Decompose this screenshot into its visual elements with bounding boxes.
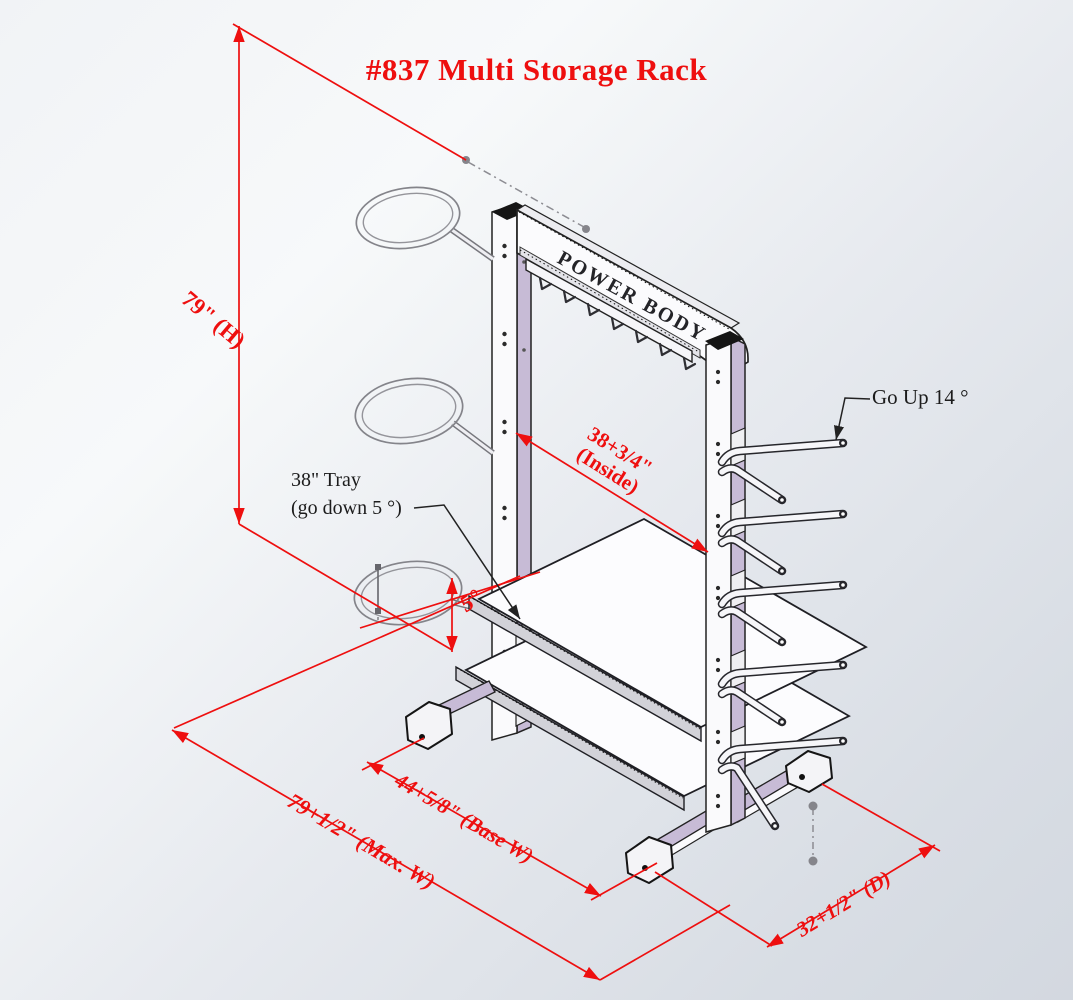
drawing-title: #837 Multi Storage Rack: [365, 52, 708, 87]
ring-bottom: [353, 560, 463, 626]
depth-dimension-line: [766, 844, 936, 948]
ring-middle: [354, 377, 464, 445]
tray-note: 38" Tray (go down 5 °): [291, 466, 402, 522]
center-dot: [808, 801, 818, 811]
dimension-lines: [171, 23, 941, 981]
basew-extension-line: [590, 862, 658, 901]
storage-rings: [353, 186, 501, 626]
center-dot: [582, 225, 590, 233]
tray-note-line2: (go down 5 °): [291, 497, 402, 519]
peg-pair: [717, 427, 848, 505]
centerline-top: [467, 161, 585, 228]
ring-axis-marker: [375, 564, 381, 623]
leader-lines: [413, 397, 871, 620]
basew-dimension-line: [366, 761, 602, 897]
peg-pair: [717, 649, 848, 727]
height-extension-line: [232, 23, 467, 161]
go-up-leader: [833, 397, 871, 441]
tray-note-line1: 38" Tray: [291, 469, 361, 491]
maxw-extension-line: [173, 575, 521, 729]
foot-front-left: [405, 701, 453, 750]
foot-front-right: [625, 836, 674, 884]
storage-pegs: [717, 427, 848, 831]
peg-pair: [717, 498, 848, 576]
tray-note-leader: [413, 504, 521, 620]
maxw-extension-line: [599, 904, 731, 981]
hanging-hooks: [538, 276, 697, 371]
peg-angle-note: Go Up 14 °: [872, 385, 969, 409]
peg-pair: [717, 569, 848, 647]
depth-extension-line: [821, 783, 941, 852]
peg-pair: [717, 725, 848, 831]
post-holes: [715, 369, 721, 809]
tray-angle-line: [238, 523, 453, 651]
inside-dimension-line: [515, 432, 709, 553]
hook-rail: [525, 257, 693, 364]
depth-extension-line: [654, 871, 773, 947]
foot-back-right: [785, 750, 833, 793]
center-dot: [808, 856, 818, 866]
ring-top: [355, 186, 461, 250]
